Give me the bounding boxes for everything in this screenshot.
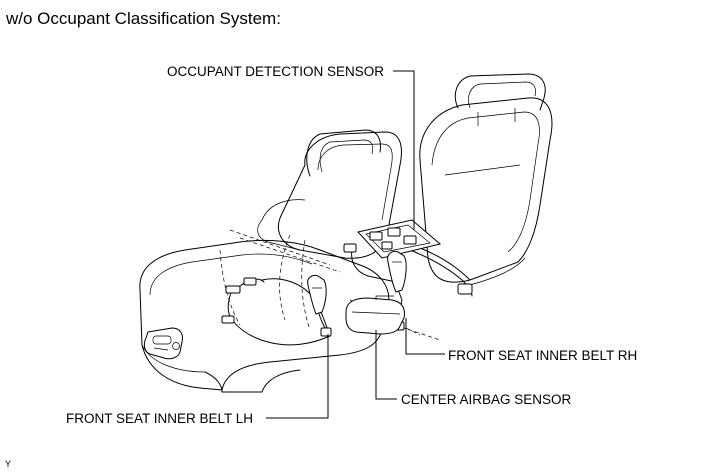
label-front-seat-inner-belt-lh: FRONT SEAT INNER BELT LH [66,411,254,426]
diagram-caption: w/o Occupant Classification System: [6,9,281,28]
occupant-detection-sensor-part [357,219,442,259]
leader-lines [266,70,445,419]
right-headrest [454,73,546,126]
left-headrest [306,129,381,177]
inner-belt-lh-part [307,275,332,337]
wire-harness [221,243,473,346]
right-seat-back [419,97,553,286]
label-front-seat-inner-belt-rh: FRONT SEAT INNER BELT RH [448,348,638,363]
label-center-airbag-sensor: CENTER AIRBAG SENSOR [401,392,572,407]
figure-id: Y [5,459,12,469]
center-airbag-sensor-part [345,295,405,335]
label-occupant-detection-sensor: OCCUPANT DETECTION SENSOR [167,64,385,79]
